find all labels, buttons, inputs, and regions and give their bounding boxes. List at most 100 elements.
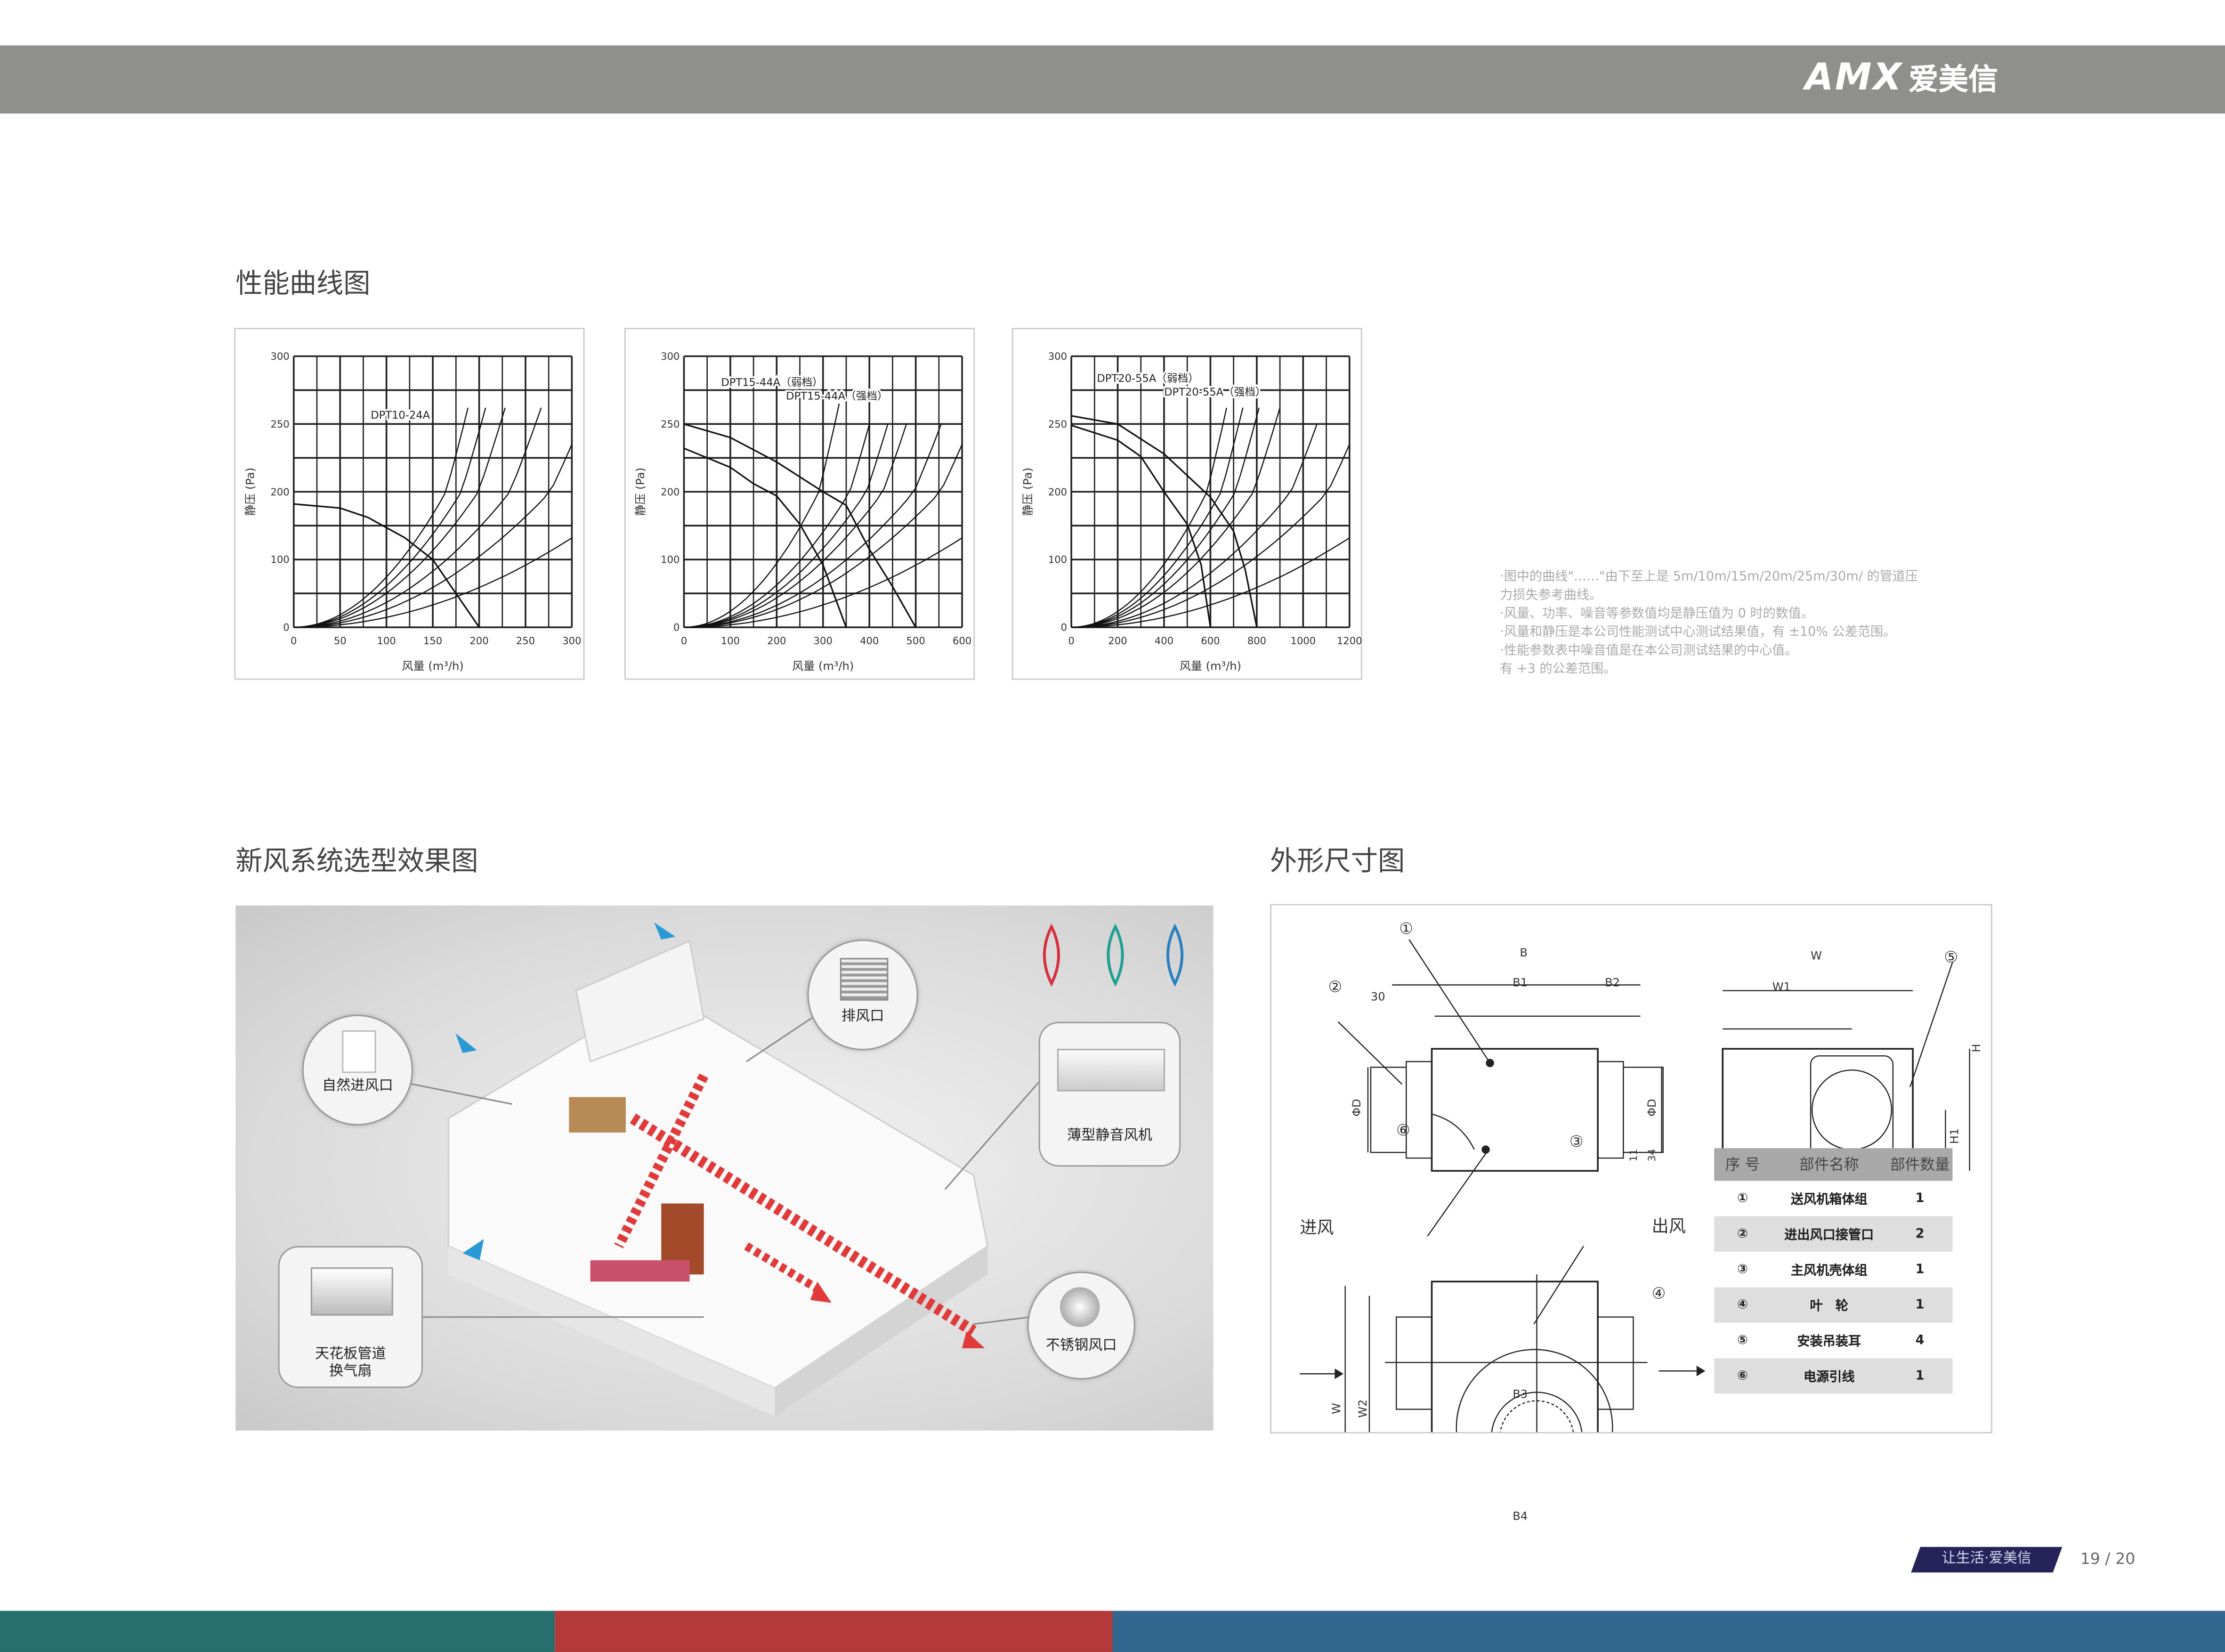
stainless-vent-icon (1060, 1287, 1100, 1327)
footer-bar-teal (0, 1611, 555, 1652)
curve-label: DPT15-44A（弱档） (721, 377, 823, 389)
x-tick-label: 250 (516, 635, 535, 647)
cell-index: ④ (1737, 1298, 1748, 1312)
y-tick-label: 100 (1048, 554, 1067, 566)
duct-resistance-curve (293, 537, 573, 628)
y-axis-label: 静压 (Pa) (1021, 468, 1035, 516)
slogan-tag: 让生活·爱美信 (1911, 1547, 2063, 1573)
duct-resistance-curve (1071, 537, 1350, 628)
duct-resistance-curve (684, 403, 840, 628)
dim-B2: B2 (1605, 976, 1620, 989)
duct-resistance-curve (293, 407, 469, 628)
cell-qty: 4 (1915, 1333, 1925, 1348)
cell-name: 主风机壳体组 (1790, 1264, 1868, 1279)
cell-qty: 1 (1915, 1369, 1925, 1383)
duct-resistance-curve (684, 423, 889, 628)
cell-index: ③ (1737, 1262, 1748, 1277)
dim-W: W (1811, 949, 1822, 963)
y-axis-label: 静压 (Pa) (634, 468, 647, 516)
y-axis-label: 静压 (Pa) (243, 468, 257, 516)
outlet-label: 出风 (1651, 1216, 1686, 1236)
callout-exhaust: 排风口 (807, 939, 918, 1051)
curve-label: DPT20-55A（弱档） (1097, 373, 1198, 385)
curve-label: DPT10-24A (371, 409, 430, 421)
x-tick-label: 200 (1108, 635, 1127, 647)
duct-resistance-curve (293, 444, 573, 628)
page-number: 19 / 20 (2080, 1550, 2136, 1568)
section-title-dimensions: 外形尺寸图 (1270, 846, 1405, 877)
marker-3: ③ (1569, 1132, 1584, 1151)
fan-curve (1071, 415, 1258, 628)
x-tick-label: 100 (377, 635, 396, 647)
cell-qty: 2 (1915, 1227, 1925, 1241)
dimension-drawing: B B1 B2 30 ΦD ΦD W W1 H H1 W W2 B4 B3 11… (1270, 904, 1992, 1523)
callout-label: 排风口 (841, 1009, 884, 1025)
duct-resistance-curve (684, 423, 907, 628)
inlet-label: 进风 (1300, 1217, 1334, 1238)
x-tick-label: 200 (767, 635, 786, 647)
duct-resistance-curve (293, 407, 506, 628)
ceiling-fan-icon (310, 1267, 393, 1316)
page-total: 20 (2115, 1549, 2136, 1569)
fan-curve (293, 503, 480, 628)
footer-bar-blue (1112, 1611, 2225, 1652)
y-tick-label: 300 (1048, 350, 1067, 362)
cell-index: ⑤ (1737, 1333, 1748, 1348)
callout-label: 自然进风口 (322, 1078, 393, 1094)
duct-resistance-curve (684, 444, 963, 628)
x-tick-label: 50 (334, 635, 347, 647)
header-name: 部件名称 (1799, 1157, 1859, 1174)
dim-B3: B3 (1513, 1388, 1528, 1401)
y-tick-label: 250 (1048, 418, 1067, 430)
curve-label: DPT20-55A（强档） (1164, 386, 1266, 398)
marker-6: ⑥ (1396, 1121, 1410, 1140)
note-line: ·风量和静压是本公司性能测试中心测试结果值，有 ±10% 公差范围。 (1500, 626, 1896, 640)
page-current: 19 (2080, 1549, 2100, 1569)
fan-curve (1071, 424, 1212, 628)
note-line: ·图中的曲线"……"由下至上是 5m/10m/15m/20m/25m/30m/ … (1500, 570, 1918, 585)
logo-cn: 爱美信 (1909, 62, 1998, 97)
x-axis-label: 风量 (m³/h) (1180, 659, 1241, 672)
exhaust-vent-icon (840, 958, 889, 1001)
x-tick-label: 800 (1247, 635, 1266, 647)
callout-ceiling-fan: 天花板管道 换气扇 (278, 1246, 423, 1388)
fan-curve (683, 423, 916, 628)
callout-fan: 薄型静音风机 (1038, 1021, 1181, 1167)
page-separator: / (2105, 1549, 2111, 1569)
dim-phiD-right: ΦD (1645, 1099, 1659, 1117)
cell-index: ① (1737, 1191, 1748, 1206)
y-tick-label: 200 (1048, 486, 1067, 498)
cell-qty: 1 (1915, 1191, 1925, 1206)
y-tick-label: 100 (270, 554, 289, 566)
duct-resistance-curve (1071, 424, 1318, 628)
y-tick-label: 250 (661, 418, 680, 430)
chart-notes: ·图中的曲线"……"由下至上是 5m/10m/15m/20m/25m/30m/ … (1500, 569, 1997, 680)
inlet-vent-icon (342, 1030, 376, 1073)
callout-label: 不锈钢风口 (1045, 1338, 1117, 1354)
logo-en: AMX (1805, 57, 1903, 99)
dim-W-top: W (1330, 1403, 1343, 1415)
x-tick-label: 300 (562, 635, 581, 647)
y-tick-label: 0 (673, 622, 680, 633)
x-tick-label: 600 (1201, 635, 1220, 647)
x-tick-label: 300 (814, 635, 833, 647)
footer-bar-red (555, 1611, 1113, 1652)
cell-index: ⑥ (1737, 1369, 1748, 1383)
marker-4: ④ (1651, 1284, 1666, 1303)
y-tick-label: 200 (270, 486, 289, 498)
brand-logo: AMX 爱美信 (1805, 57, 1998, 99)
house-cutaway-graphic (405, 922, 1184, 1417)
y-tick-label: 300 (270, 350, 289, 362)
x-tick-label: 0 (681, 635, 687, 647)
duct-resistance-curve (293, 407, 542, 628)
cell-qty: 1 (1915, 1262, 1925, 1277)
section-title-system: 新风系统选型效果图 (235, 846, 478, 877)
curve-label: DPT15-44A（强档） (786, 390, 888, 403)
